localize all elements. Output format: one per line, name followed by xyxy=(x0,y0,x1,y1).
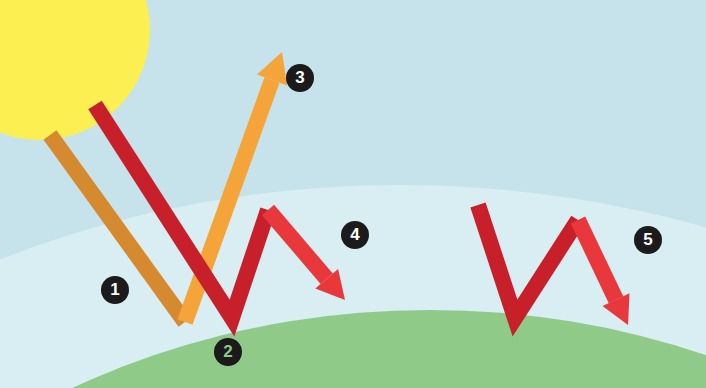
reflected-light-arrow xyxy=(185,80,272,322)
callout-number: 1 xyxy=(101,276,129,304)
ground xyxy=(0,310,706,388)
heat-arrow xyxy=(268,210,327,279)
sun xyxy=(0,0,150,140)
incoming-sunlight-arrow xyxy=(50,135,185,322)
arrow-head xyxy=(315,269,345,300)
heat-arrow xyxy=(478,205,578,318)
callout-number: 5 xyxy=(634,226,662,254)
callout-number: 2 xyxy=(214,338,242,366)
heat-arrow xyxy=(95,105,268,318)
arrow-head xyxy=(603,293,630,325)
callout-number: 3 xyxy=(286,64,314,92)
arrow-head xyxy=(257,52,287,85)
heat-arrow xyxy=(578,220,616,300)
callout-number: 4 xyxy=(341,221,369,249)
